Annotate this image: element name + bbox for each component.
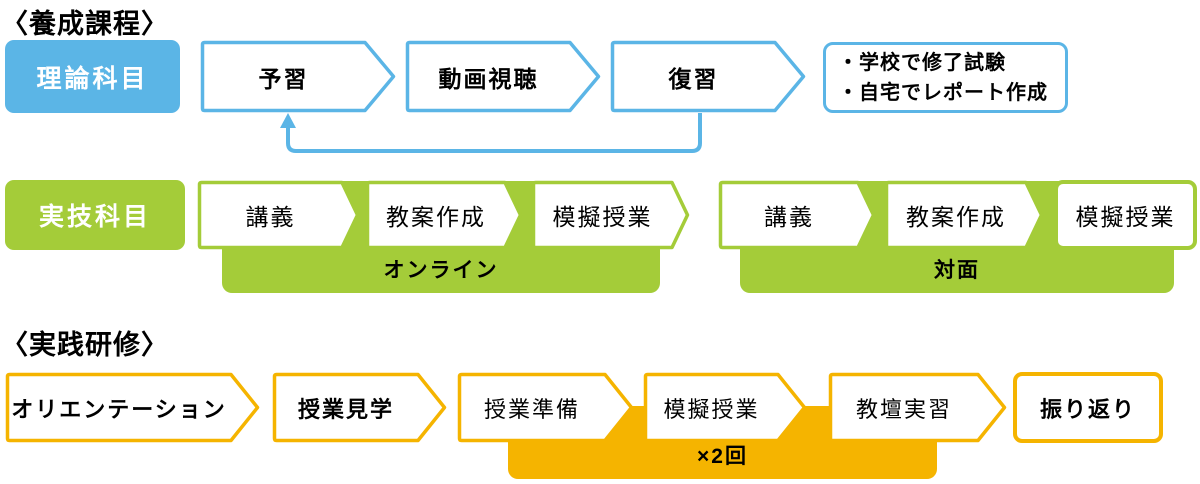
step-label: 授業準備	[483, 396, 580, 422]
step-label: 講義	[245, 204, 296, 230]
practical-inperson-step-lesson-plan: 教案作成	[884, 180, 1044, 250]
theory-note-box: ・学校で修了試験 ・自宅でレポート作成	[823, 42, 1068, 113]
practical-inperson-step-lecture: 講義	[718, 180, 876, 250]
practicum-step-class-preparation: 授業準備	[457, 372, 634, 443]
step-label: 模擬授業	[552, 204, 653, 230]
theory-row-label: 理論科目	[5, 40, 180, 113]
step-label: 模擬授業	[1075, 204, 1176, 230]
theory-step-video-viewing: 動画視聴	[405, 40, 601, 113]
section-heading-training: 〈養成課程〉	[1, 9, 169, 39]
note-line: ・学校で修了試験	[838, 51, 1006, 74]
practical-inperson-step-mock-lesson: 模擬授業	[1054, 180, 1197, 250]
step-label: 教案作成	[906, 204, 1006, 230]
note-line: ・自宅でレポート作成	[838, 81, 1048, 104]
online-band-label: オンライン	[383, 259, 499, 282]
step-label: 復習	[668, 65, 719, 92]
practicum-step-teaching-practice: 教壇実習	[828, 372, 1007, 443]
step-label: オリエンテーション	[11, 396, 227, 422]
review-repeat-arrow-icon	[280, 113, 702, 153]
in-person-band-label: 対面	[934, 259, 980, 282]
step-label: 教壇実習	[855, 396, 952, 422]
theory-step-review: 復習	[610, 40, 806, 113]
practicum-step-class-observation: 授業見学	[272, 372, 447, 443]
step-label: 振り返り	[1039, 396, 1136, 422]
step-label: 模擬授業	[663, 396, 760, 422]
practical-online-step-mock-lesson: 模擬授業	[531, 180, 690, 250]
theory-step-preparation: 予習	[200, 40, 396, 113]
practical-row-label: 実技科目	[5, 180, 185, 250]
practicum-step-orientation: オリエンテーション	[5, 372, 260, 443]
practical-online-step-lecture: 講義	[197, 180, 360, 250]
arrowhead-up-icon	[280, 113, 296, 128]
practicum-step-mock-lesson: 模擬授業	[643, 372, 807, 443]
section-heading-practicum: 〈実践研修〉	[1, 330, 169, 360]
practicum-step-reflection: 振り返り	[1013, 372, 1163, 443]
step-label: 授業見学	[297, 396, 394, 422]
step-label: 講義	[764, 204, 814, 230]
step-label: 教案作成	[386, 204, 486, 230]
practical-online-step-lesson-plan: 教案作成	[365, 180, 523, 250]
x2-band-label: ×2回	[697, 445, 748, 468]
step-label: 予習	[258, 65, 309, 92]
step-label: 動画視聴	[438, 65, 539, 92]
